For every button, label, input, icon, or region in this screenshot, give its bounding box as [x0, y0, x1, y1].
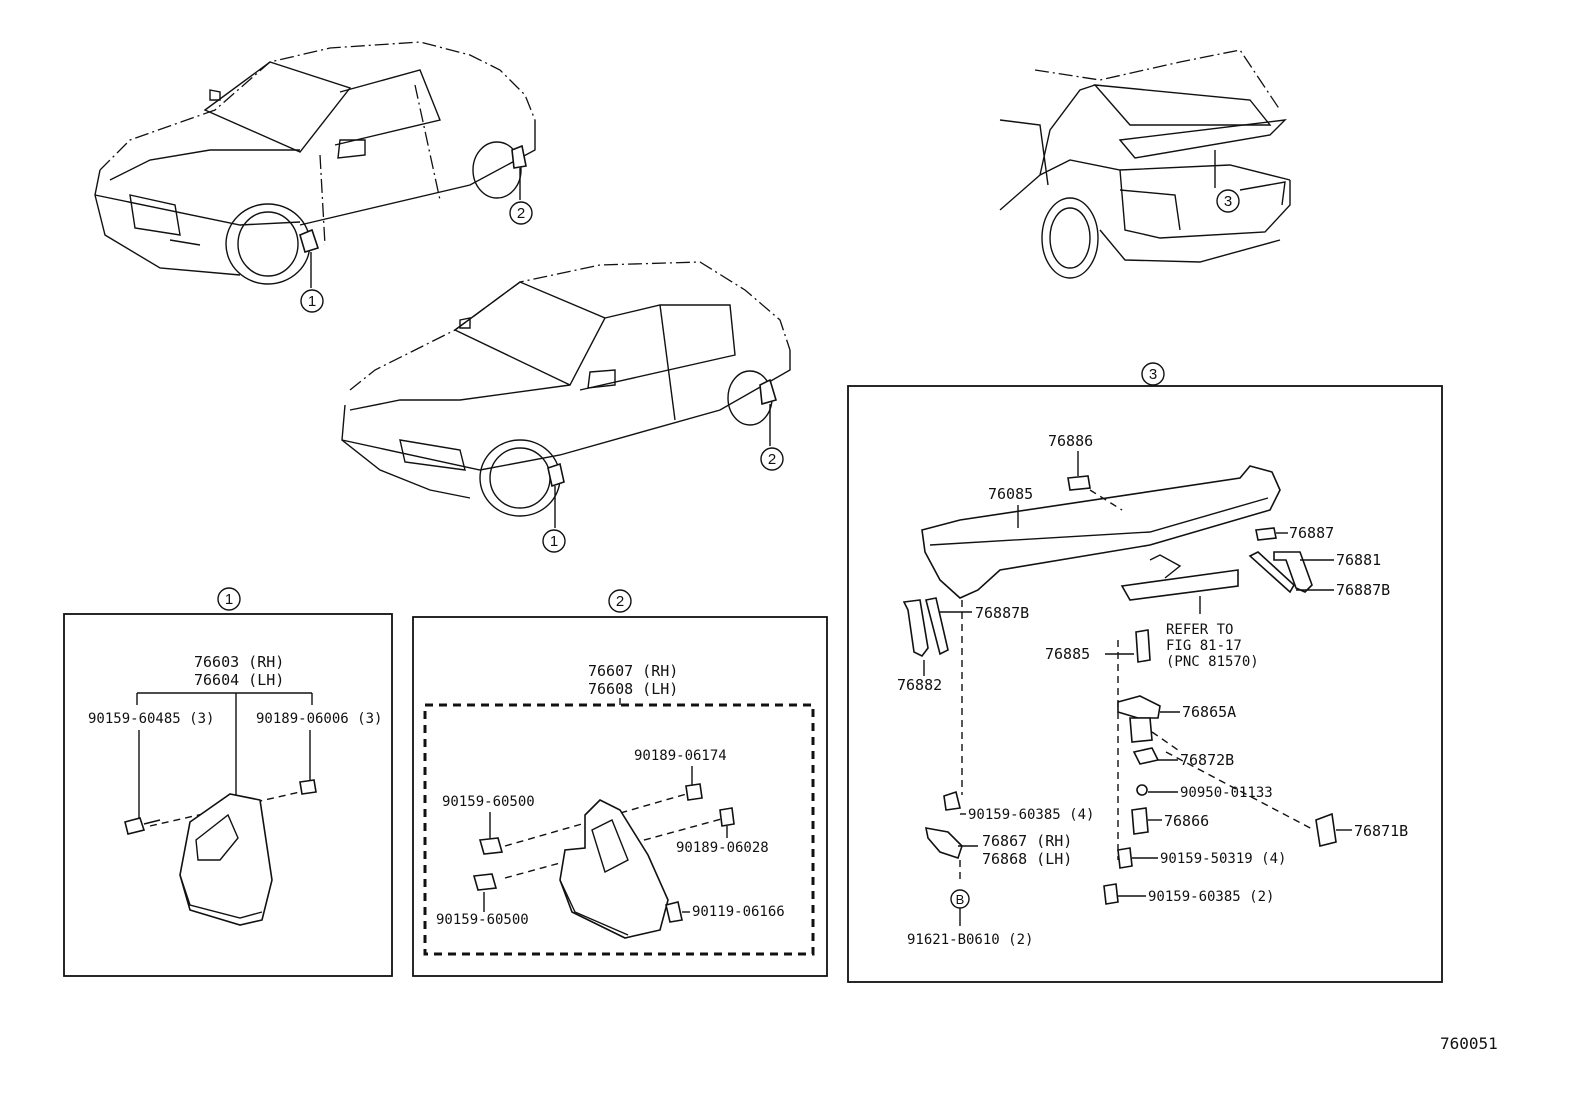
label-76085: 76085 — [988, 485, 1033, 503]
label-76865A: 76865A — [1182, 703, 1236, 721]
label-90159-50319-4: 90159-50319 (4) — [1160, 851, 1286, 867]
label-76607: 76607 (RH) — [588, 662, 678, 680]
label-76886: 76886 — [1048, 432, 1093, 450]
label-90119-06166: 90119-06166 — [692, 904, 785, 920]
label-90159-60500-bottom: 90159-60500 — [436, 912, 529, 928]
callout-2-sedan: 2 — [760, 447, 784, 471]
svg-text:2: 2 — [768, 451, 776, 468]
label-76871B: 76871B — [1354, 822, 1408, 840]
label-refer-1: REFER TO — [1166, 622, 1233, 638]
svg-text:2: 2 — [517, 205, 525, 222]
svg-text:2: 2 — [616, 593, 624, 610]
label-76881: 76881 — [1336, 551, 1381, 569]
svg-text:3: 3 — [1224, 193, 1232, 210]
panel-3: 3 76085 76886 REFER TO FIG 81-17 (PNC 81… — [847, 362, 1443, 983]
label-76866: 76866 — [1164, 812, 1209, 830]
label-76887: 76887 — [1289, 524, 1334, 542]
label-90950-01133: 90950-01133 — [1180, 785, 1273, 801]
label-76882: 76882 — [897, 676, 942, 694]
label-76603: 76603 (RH) — [194, 653, 284, 671]
svg-text:B: B — [956, 892, 965, 907]
label-refer-3: (PNC 81570) — [1166, 654, 1259, 670]
label-90159-60485: 90159-60485 (3) — [88, 711, 214, 727]
panel-2: 2 76607 (RH) 76608 (LH) 90189-06174 9015… — [412, 589, 828, 977]
label-90159-60500-top: 90159-60500 — [442, 794, 535, 810]
label-90189-06006: 90189-06006 (3) — [256, 711, 382, 727]
label-76872B: 76872B — [1180, 751, 1234, 769]
label-76604: 76604 (LH) — [194, 671, 284, 689]
label-refer-2: FIG 81-17 — [1166, 638, 1242, 654]
callout-1-sedan: 1 — [542, 529, 566, 553]
label-91621-B0610: 91621-B0610 (2) — [907, 932, 1033, 948]
label-76887B-left: 76887B — [975, 604, 1029, 622]
label-90189-06174: 90189-06174 — [634, 748, 727, 764]
label-90189-06028: 90189-06028 — [676, 840, 769, 856]
label-90159-60385-2: 90159-60385 (2) — [1148, 889, 1274, 905]
label-76608: 76608 (LH) — [588, 680, 678, 698]
label-76867: 76867 (RH) — [982, 832, 1072, 850]
callout-2-coupe: 2 — [509, 201, 533, 225]
coupe-illustration — [94, 41, 536, 288]
label-76887B-right: 76887B — [1336, 581, 1390, 599]
callout-1-coupe: 1 — [300, 289, 324, 313]
panel-1: 1 76603 (RH) 76604 (LH) 90159-60485 (3) … — [63, 587, 393, 977]
svg-text:1: 1 — [308, 293, 316, 310]
svg-text:1: 1 — [550, 533, 558, 550]
callout-3-hatchback: 3 — [1216, 189, 1240, 213]
hatchback-illustration — [999, 49, 1291, 279]
svg-text:1: 1 — [225, 591, 233, 608]
label-90159-60385-4: 90159-60385 (4) — [968, 807, 1094, 823]
diagram-id: 760051 — [1440, 1034, 1498, 1053]
sedan-illustration — [341, 261, 791, 528]
label-76885: 76885 — [1045, 645, 1090, 663]
svg-text:3: 3 — [1149, 366, 1157, 383]
label-76868: 76868 (LH) — [982, 850, 1072, 868]
